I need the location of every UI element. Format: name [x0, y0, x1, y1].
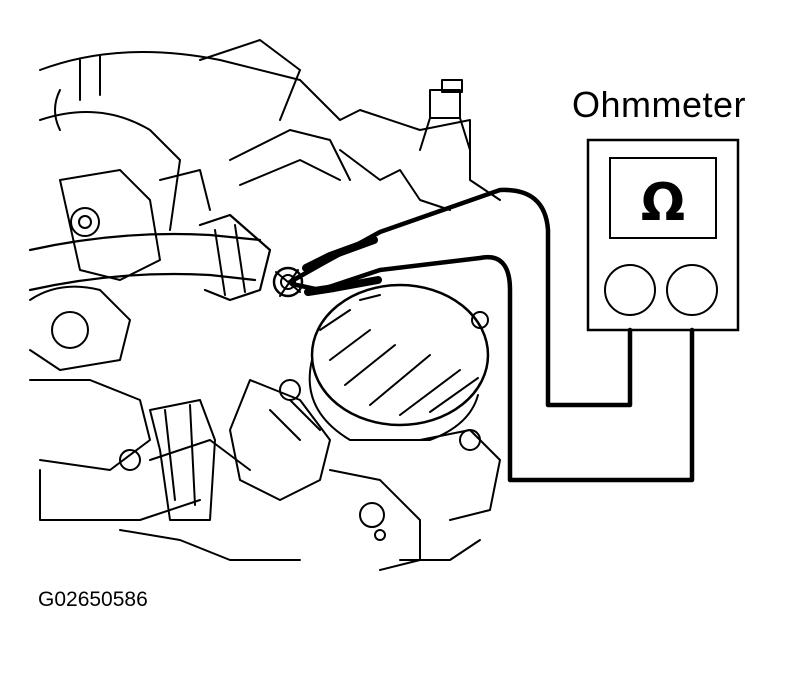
ohm-symbol: Ω: [641, 173, 685, 233]
connector: [419, 79, 471, 151]
probe-jack-left: [604, 264, 656, 316]
engine-background: [29, 39, 501, 571]
hoses: [28, 129, 351, 521]
ohmmeter-body: [586, 138, 740, 332]
ohmmeter: Ω: [586, 138, 740, 332]
engine-cap: [308, 283, 490, 441]
ohmmeter-label: Ohmmeter: [572, 84, 747, 125]
probe-jack-right: [666, 264, 718, 316]
figure-code: G02650586: [38, 588, 148, 611]
ohmmeter-display: [609, 157, 717, 239]
test-leads: [287, 187, 695, 483]
